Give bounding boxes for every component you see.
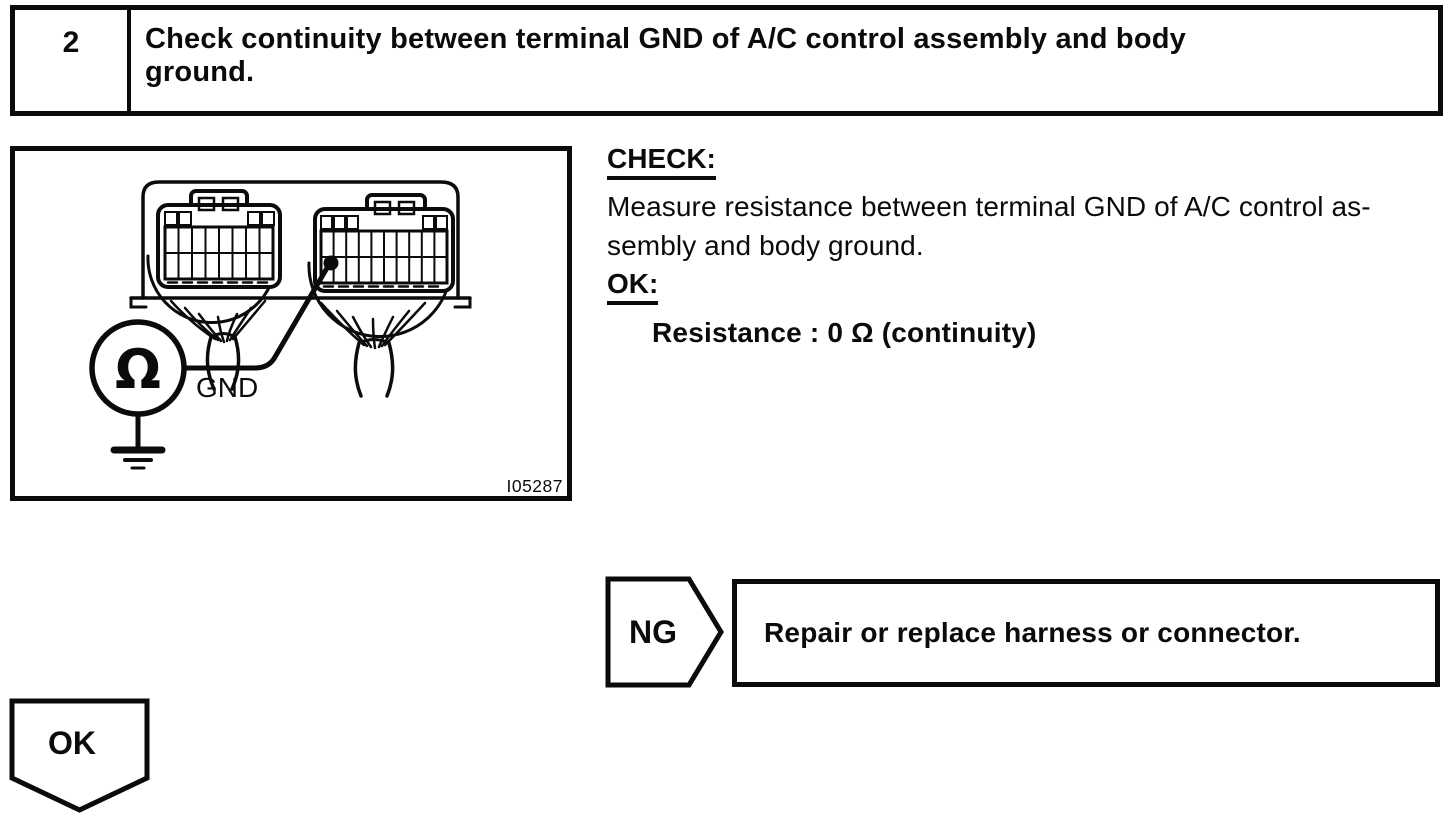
- gnd-wire: [180, 265, 330, 371]
- figure-box: Ω GND I05287: [10, 146, 572, 501]
- ground-symbol-icon: [110, 411, 166, 470]
- ng-arrow-shape: [605, 576, 724, 688]
- resistance-spec: Resistance : 0 Ω (continuity): [652, 317, 1037, 348]
- ng-action-text: Repair or replace harness or connector.: [764, 617, 1301, 648]
- step-instruction-line1: Check continuity between terminal GND of…: [145, 23, 1186, 55]
- step-number: 2: [15, 10, 131, 111]
- wire-bundle-left: [169, 299, 267, 391]
- check-body-line1: Measure resistance between terminal GND …: [607, 191, 1371, 222]
- ok-heading: OK:: [607, 269, 659, 305]
- ok-badge-label: OK: [48, 725, 96, 761]
- gnd-label: GND: [196, 372, 258, 403]
- check-body-line2: sembly and body ground.: [607, 230, 924, 261]
- omega-symbol: Ω: [115, 338, 161, 401]
- ok-arrow-shape: [9, 698, 150, 813]
- ng-badge: NG: [605, 576, 724, 688]
- ng-badge-label: NG: [629, 614, 677, 650]
- connector-right: [313, 193, 455, 293]
- step-number-text: 2: [62, 26, 80, 59]
- ohmmeter-icon: Ω: [89, 319, 187, 417]
- step-header-row: 2 Check continuity between terminal GND …: [10, 5, 1443, 116]
- grommet-arc-right: [307, 261, 453, 338]
- wire-bundle-right: [319, 301, 427, 398]
- connector-left: [156, 189, 282, 289]
- step-instruction-line2: ground.: [145, 56, 255, 88]
- ok-badge: OK: [9, 698, 150, 813]
- check-heading: CHECK:: [607, 144, 716, 180]
- step-instruction: Check continuity between terminal GND of…: [131, 10, 1438, 111]
- ng-action-box: Repair or replace harness or connector.: [732, 579, 1440, 687]
- housing-outline: [129, 180, 472, 309]
- connector-diagram: Ω GND I05287: [89, 180, 563, 496]
- figure-code: I05287: [506, 476, 563, 496]
- check-block: CHECK: Measure resistance between termin…: [607, 144, 1455, 349]
- check-body: Measure resistance between terminal GND …: [607, 187, 1455, 265]
